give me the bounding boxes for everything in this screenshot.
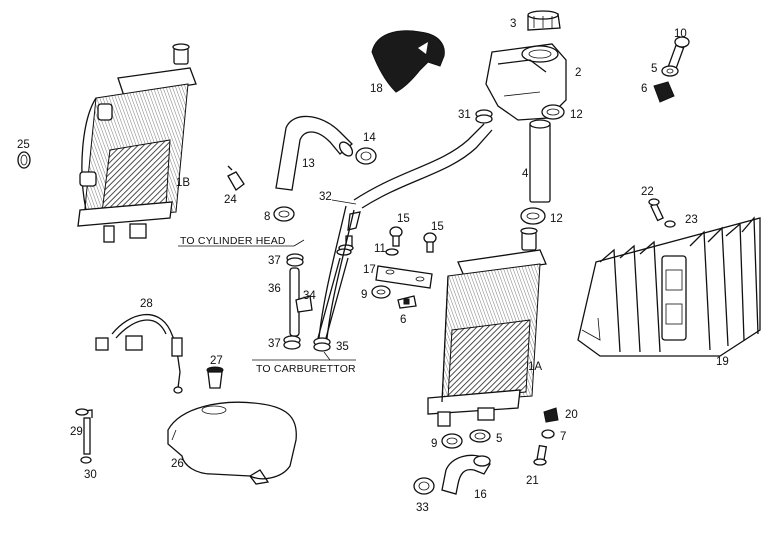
radiator-1a (427, 227, 547, 427)
callout-12-lower: 12 (550, 213, 563, 225)
grommet-9-lower (441, 433, 463, 449)
callout-33: 33 (416, 502, 429, 514)
filler-cap-27 (206, 366, 224, 389)
bracket-17 (375, 265, 433, 289)
grommet-20 (543, 407, 559, 423)
radiator-1b (77, 43, 197, 243)
callout-1B: 1B (176, 177, 190, 189)
callout-37-lower: 37 (268, 338, 281, 350)
callout-23: 23 (685, 214, 698, 226)
nut-23 (664, 220, 676, 228)
callout-27: 27 (210, 355, 223, 367)
caption-to-carburettor: TO CARBURETTOR (256, 363, 356, 375)
grommet-9-upper (371, 285, 391, 299)
callout-9-upper: 9 (361, 289, 367, 301)
fitting-29 (75, 408, 93, 455)
callout-15-right: 15 (431, 221, 444, 233)
callout-12-upper: 12 (570, 109, 583, 121)
radiator-guard-19 (577, 216, 761, 357)
callout-1A: 1A (528, 361, 542, 373)
callout-5-top: 5 (651, 63, 657, 75)
bolt-21 (533, 444, 548, 466)
callout-9-lower: 9 (431, 438, 437, 450)
temperature-sensor-24 (227, 165, 245, 191)
washer-5-lower (469, 429, 491, 443)
breather-hose-32 (331, 123, 493, 209)
grommet-6-top (653, 81, 675, 103)
clamp-12-lower (520, 207, 546, 225)
clamp-12-upper (541, 104, 565, 120)
wiring-harness-28 (95, 314, 183, 394)
callout-30: 30 (84, 469, 97, 481)
caption-leaders (178, 239, 356, 361)
caption-to-cylinder-head: TO CYLINDER HEAD (180, 235, 286, 247)
hose-clamp-14 (355, 147, 377, 165)
screw-15-right (423, 232, 437, 253)
callout-24: 24 (224, 194, 237, 206)
callout-6-top: 6 (641, 83, 647, 95)
callout-18: 18 (370, 83, 383, 95)
clip-34 (295, 295, 313, 313)
callout-2: 2 (575, 67, 581, 79)
callout-11: 11 (374, 243, 386, 255)
callout-34: 34 (303, 290, 316, 302)
callout-25: 25 (17, 139, 30, 151)
bolt-22 (648, 198, 664, 222)
hose-16 (441, 454, 491, 495)
connector-hoses (317, 205, 361, 349)
washer-7 (541, 429, 555, 439)
clamp-33 (413, 477, 435, 495)
callout-13: 13 (302, 158, 315, 170)
callout-3: 3 (510, 18, 516, 30)
tank-cap-3 (527, 10, 561, 31)
hose-clamp-8 (273, 206, 295, 222)
callout-20: 20 (565, 409, 578, 421)
callout-15-left: 15 (397, 213, 410, 225)
hose-13 (275, 115, 354, 191)
callout-19: 19 (716, 356, 729, 368)
washer-11 (385, 248, 399, 256)
callout-32: 32 (319, 191, 332, 203)
callout-14: 14 (363, 132, 376, 144)
hose-clamp-25 (17, 151, 31, 169)
callout-31: 31 (458, 109, 471, 121)
callout-4: 4 (522, 168, 529, 180)
callout-8: 8 (264, 211, 270, 223)
callout-22: 22 (641, 186, 654, 198)
callout-21: 21 (526, 475, 539, 487)
cover-18 (371, 30, 445, 93)
callout-16: 16 (474, 489, 487, 501)
callout-5-lower: 5 (496, 433, 502, 445)
callout-6-center: 6 (400, 314, 406, 326)
callout-37-upper: 37 (268, 255, 281, 267)
grommet-6-center (397, 295, 417, 309)
clamp-31 (475, 109, 493, 124)
washer-5-top (661, 65, 679, 77)
callout-28: 28 (140, 298, 153, 310)
callout-36: 36 (268, 283, 281, 295)
callout-29: 29 (70, 426, 83, 438)
callout-17: 17 (363, 264, 376, 276)
expansion-tank-2 (485, 43, 567, 121)
reservoir-26 (167, 401, 297, 485)
clamp-35 (313, 337, 331, 352)
callout-26: 26 (171, 458, 184, 470)
screw-10 (667, 36, 690, 70)
hose-4 (529, 119, 551, 203)
callout-35: 35 (336, 341, 349, 353)
clip-30 (80, 456, 92, 464)
screw-15-left (389, 226, 403, 247)
callout-10: 10 (674, 28, 687, 40)
callout-7: 7 (560, 431, 566, 443)
